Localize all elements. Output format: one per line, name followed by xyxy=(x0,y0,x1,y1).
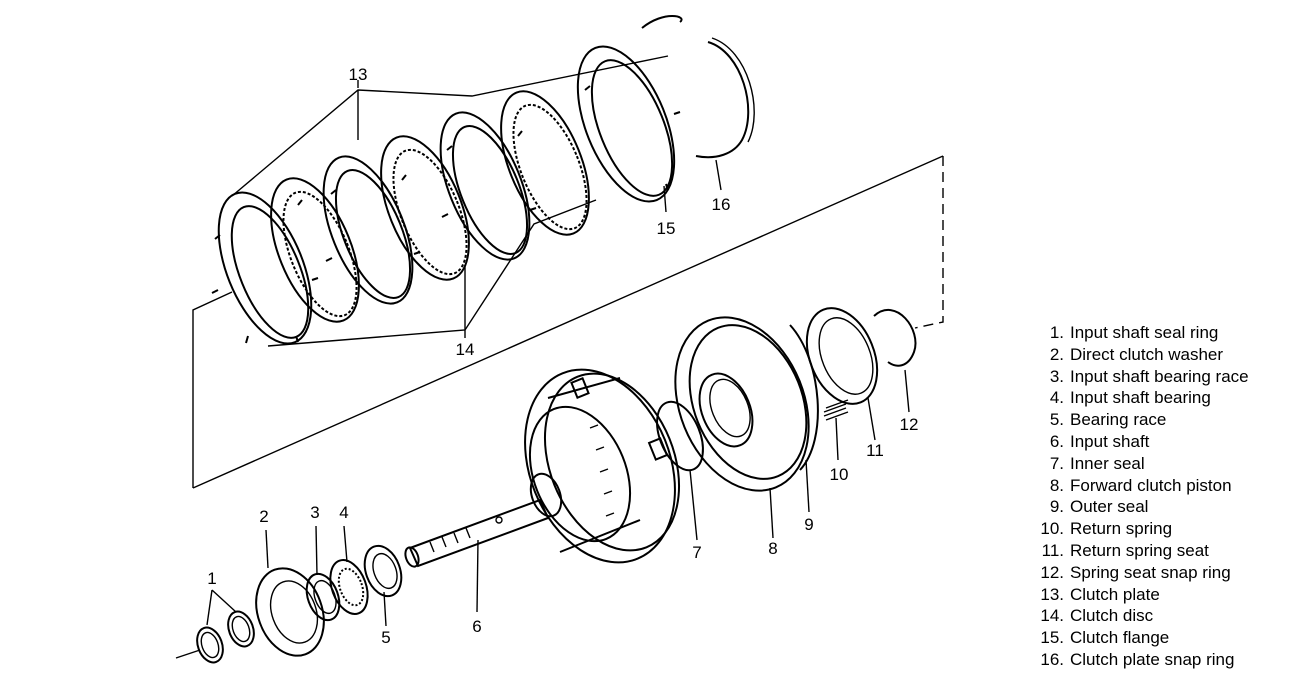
snap-ring-top xyxy=(641,15,683,29)
legend-number: 10. xyxy=(1040,519,1064,539)
legend-number: 8. xyxy=(1049,475,1064,495)
legend-text: Outer seal xyxy=(1070,497,1149,517)
legend-item: 15. Clutch flange xyxy=(1034,627,1304,649)
legend-text: Direct clutch washer xyxy=(1070,344,1224,364)
legend-text: Input shaft xyxy=(1070,431,1150,451)
legend-text: Inner seal xyxy=(1070,453,1145,473)
legend-item: 4. Input shaft bearing xyxy=(1034,387,1304,409)
legend-item: 2. Direct clutch washer xyxy=(1034,344,1304,366)
legend-number: 13. xyxy=(1040,584,1064,604)
return-spring-seat xyxy=(805,307,879,405)
legend-number: 4. xyxy=(1049,388,1064,408)
input-shaft-seal-ring xyxy=(175,610,255,664)
input-shaft-bearing-race xyxy=(305,572,341,622)
clutch-plate-snap-ring xyxy=(695,37,755,159)
legend-number: 3. xyxy=(1049,366,1064,386)
assembly-guide-lines xyxy=(192,155,944,489)
callout-15: 15 xyxy=(657,219,676,238)
forward-clutch-drum xyxy=(524,368,681,564)
callout-14: 14 xyxy=(456,340,475,359)
callout-6: 6 xyxy=(472,617,481,636)
leader-lines xyxy=(206,80,910,627)
legend-number: 6. xyxy=(1049,431,1064,451)
legend-text: Forward clutch piston xyxy=(1070,475,1232,495)
callout-12: 12 xyxy=(900,415,919,434)
callout-2: 2 xyxy=(259,507,268,526)
clutch-plate xyxy=(439,111,537,261)
callout-11: 11 xyxy=(866,441,884,460)
legend-number: 1. xyxy=(1049,323,1064,342)
legend-text: Return spring xyxy=(1070,519,1173,539)
legend-number: 12. xyxy=(1040,562,1064,582)
legend-item: 3. Input shaft bearing race xyxy=(1034,366,1304,388)
legend-item: 11. Return spring seat xyxy=(1034,540,1304,562)
clutch-plate xyxy=(211,191,319,345)
legend-text: Bearing race xyxy=(1070,410,1167,430)
callout-9: 9 xyxy=(804,515,813,534)
legend-number: 16. xyxy=(1040,649,1064,669)
legend-item: 6. Input shaft xyxy=(1034,431,1304,453)
parts-legend: 1. Input shaft seal ring 2. Direct clutch w… xyxy=(1034,322,1304,671)
direct-clutch-washer xyxy=(255,567,325,657)
clutch-disc xyxy=(380,135,470,281)
legend-item: 1. Input shaft seal ring xyxy=(1034,322,1304,344)
legend-item: 14. Clutch disc xyxy=(1034,605,1304,627)
callout-5: 5 xyxy=(381,628,390,647)
legend-text: Spring seat snap ring xyxy=(1070,562,1231,582)
input-shaft xyxy=(404,472,563,568)
callout-7: 7 xyxy=(692,543,701,562)
clutch-flange xyxy=(576,45,681,203)
legend-text: Clutch plate snap ring xyxy=(1070,649,1235,669)
callout-3: 3 xyxy=(310,503,319,522)
clutch-pack-outline-bottom xyxy=(267,199,597,347)
guide-line-left xyxy=(192,291,233,488)
legend-item: 12. Spring seat snap ring xyxy=(1034,562,1304,584)
legend-item: 16. Clutch plate snap ring xyxy=(1034,649,1304,671)
legend-text: Input shaft bearing race xyxy=(1070,366,1249,386)
legend-number: 15. xyxy=(1040,628,1064,648)
callout-16: 16 xyxy=(712,195,731,214)
outer-seal xyxy=(789,324,819,471)
legend-text: Input shaft bearing xyxy=(1070,388,1211,408)
guide-line-diagonal xyxy=(192,155,944,489)
legend-item: 5. Bearing race xyxy=(1034,409,1304,431)
legend-item: 8. Forward clutch piston xyxy=(1034,475,1304,497)
legend-number: 5. xyxy=(1049,410,1064,430)
legend-number: 9. xyxy=(1049,497,1064,517)
forward-clutch-piston xyxy=(674,316,810,492)
guide-line-right xyxy=(914,156,944,329)
inner-seal xyxy=(656,400,704,472)
legend-text: Clutch plate xyxy=(1070,584,1160,604)
input-shaft-bearing xyxy=(329,559,369,615)
callout-4: 4 xyxy=(339,503,348,522)
clutch-plate xyxy=(322,155,421,305)
callout-10: 10 xyxy=(830,465,849,484)
callout-1: 1 xyxy=(207,569,216,588)
clutch-disc xyxy=(270,177,360,323)
return-spring xyxy=(823,399,849,421)
legend-item: 7. Inner seal xyxy=(1034,453,1304,475)
legend-number: 7. xyxy=(1049,453,1064,473)
bearing-race xyxy=(363,544,403,598)
legend-item: 10. Return spring xyxy=(1034,518,1304,540)
legend-number: 2. xyxy=(1049,344,1064,364)
legend-number: 14. xyxy=(1040,606,1064,626)
legend-text: Clutch flange xyxy=(1070,628,1170,648)
callout-13: 13 xyxy=(349,65,368,84)
callout-labels: 1 2 3 4 5 6 7 8 9 10 11 12 13 14 15 16 xyxy=(207,65,918,647)
legend-text: Clutch disc xyxy=(1070,606,1154,626)
spring-seat-snap-ring xyxy=(873,308,917,367)
legend-number: 11. xyxy=(1041,540,1064,560)
clutch-disc xyxy=(500,90,590,236)
legend-item: 9. Outer seal xyxy=(1034,496,1304,518)
legend-text: Input shaft seal ring xyxy=(1070,323,1219,342)
clutch-pack xyxy=(211,15,755,347)
clutch-pack-outline-top xyxy=(231,55,669,197)
callout-8: 8 xyxy=(768,539,777,558)
legend-text: Return spring seat xyxy=(1070,540,1209,560)
legend-item: 13. Clutch plate xyxy=(1034,584,1304,606)
